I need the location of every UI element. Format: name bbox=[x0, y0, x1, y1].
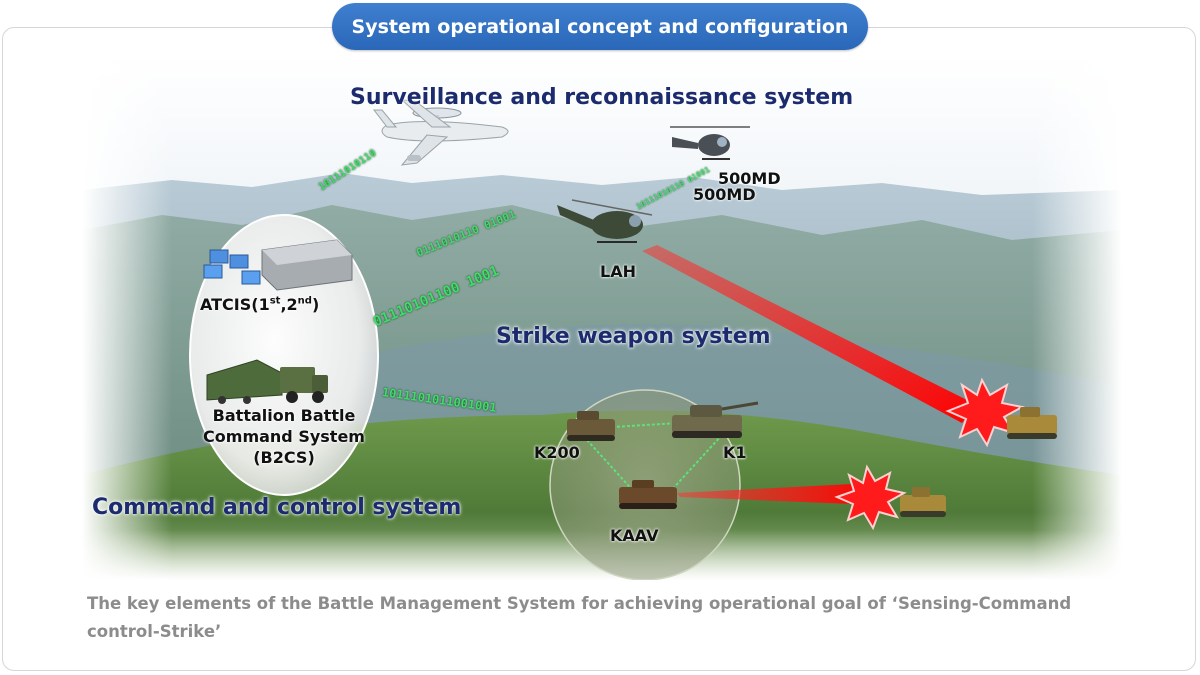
atcis-label: ATCIS(1st,2nd) bbox=[200, 295, 319, 314]
target-vehicle-2 bbox=[900, 487, 946, 517]
surveillance-heading: Surveillance and reconnaissance system bbox=[350, 85, 854, 110]
atcis-close: ) bbox=[311, 295, 320, 314]
k1-tank-icon bbox=[672, 401, 759, 438]
helicopter-lah-icon bbox=[557, 199, 653, 243]
caption-line-2: control-Strike’ bbox=[87, 622, 222, 641]
k200-vehicle-icon bbox=[567, 411, 615, 441]
operational-scene: 10111010110 0111010110 01001 01110101100… bbox=[82, 55, 1122, 580]
500md-label-1: 500MD bbox=[718, 169, 781, 188]
command-node-bubble bbox=[189, 214, 379, 496]
b2cs-vehicles-icon bbox=[206, 359, 328, 404]
explosion-1-icon bbox=[945, 377, 1025, 448]
diagram-caption: The key elements of the Battle Managemen… bbox=[87, 590, 1127, 646]
awacs-aircraft-icon bbox=[372, 99, 509, 166]
title-pill: System operational concept and configura… bbox=[332, 3, 868, 50]
atcis-separator: ,2 bbox=[280, 295, 298, 314]
strike-beam-lah bbox=[642, 245, 977, 423]
explosion-2-icon bbox=[834, 464, 907, 531]
command-heading: Command and control system bbox=[92, 495, 462, 520]
helicopter-500md-icon bbox=[670, 126, 750, 160]
target-vehicle-1 bbox=[1007, 407, 1057, 439]
b2cs-line-1: Battalion Battle bbox=[212, 406, 356, 425]
kaav-label: KAAV bbox=[610, 526, 659, 545]
b2cs-label: Battalion Battle Command System (B2CS) bbox=[184, 405, 384, 468]
lah-label: LAH bbox=[600, 262, 636, 281]
500md-label-2: 500MD bbox=[693, 185, 756, 204]
b2cs-line-3: (B2CS) bbox=[253, 448, 315, 467]
k1-label: K1 bbox=[723, 443, 747, 462]
atcis-sup-2: nd bbox=[297, 295, 312, 307]
strike-heading: Strike weapon system bbox=[496, 324, 771, 349]
caption-line-1: The key elements of the Battle Managemen… bbox=[87, 594, 1072, 613]
atcis-name: ATCIS(1 bbox=[200, 295, 270, 314]
strike-beam-kaav bbox=[677, 483, 877, 505]
b2cs-line-2: Command System bbox=[203, 427, 365, 446]
atcis-facility-icon bbox=[203, 239, 353, 291]
scene-illustration bbox=[82, 55, 1122, 580]
k200-label: K200 bbox=[534, 443, 580, 462]
kaav-vehicle-icon bbox=[619, 480, 677, 509]
ground-unit-links bbox=[586, 419, 728, 496]
atcis-sup-1: st bbox=[269, 295, 281, 307]
